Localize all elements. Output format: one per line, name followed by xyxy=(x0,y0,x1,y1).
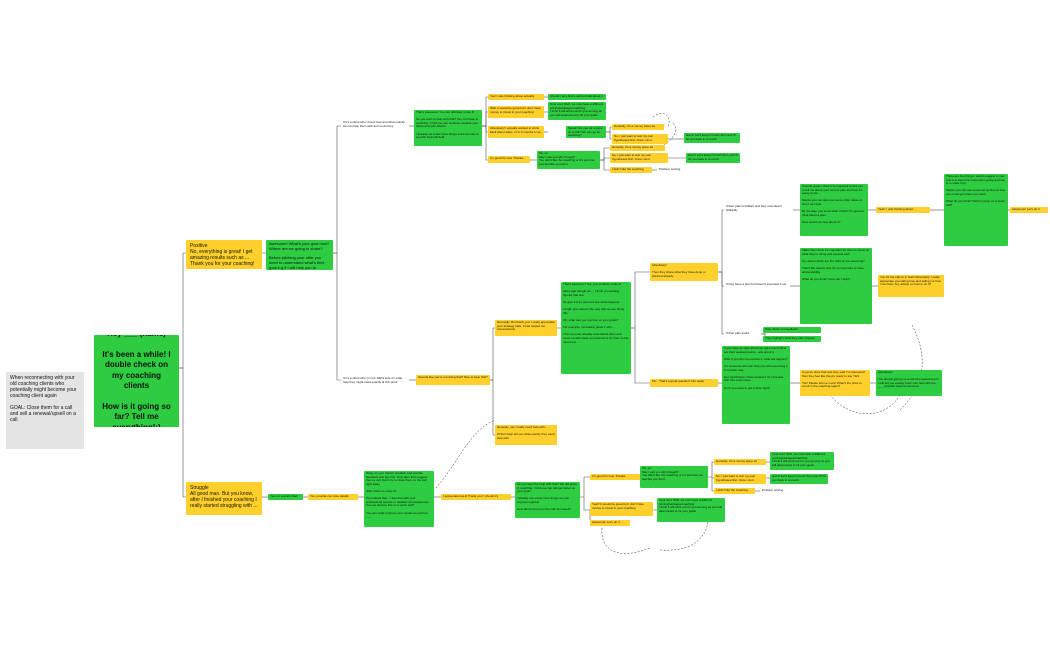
reply-no-money-2: Yeah! It would be great but I don't have… xyxy=(590,502,653,516)
edge xyxy=(179,252,186,369)
reply-no-plan: Ok... That's a great question! Not reall… xyxy=(650,379,718,387)
new-pricing-message: Cool cool. Well, we now have a different… xyxy=(548,102,606,120)
offer-help-message: That's awesome! You can definitely make … xyxy=(414,110,482,146)
keep-in-touch-message: Got it! Let's keep in touch then and I'l… xyxy=(684,133,740,143)
feedback-tips-message: Okay, so your clients' situation and pro… xyxy=(364,471,434,527)
reply-thinking: Yes! I was thinking about actually xyxy=(488,94,544,100)
struggle-response: Struggle All good man. But you know, aft… xyxy=(186,482,262,515)
goal-note: When reconnecting with your old coaching… xyxy=(6,372,84,449)
problem-solving-label: Problem solving xyxy=(659,167,681,171)
new-pricing-message-2: Cool cool. Well, we now have a different… xyxy=(770,452,834,470)
reply-need-help: Honestly, yes I really need help with...… xyxy=(495,425,557,445)
edge xyxy=(179,367,186,498)
discuss-help-message: Do you want the help with that? We did g… xyxy=(515,482,580,518)
feedback-note: Nice, that's not feedback xyxy=(763,327,821,333)
suggest-call: Should I let's find a call and talk abou… xyxy=(548,94,606,100)
edge xyxy=(482,125,488,161)
reply-lets-do-it-2: Awesome! Let's do it xyxy=(590,520,630,526)
keep-in-touch-message-2: Got it! Let's keep in touch then and I'l… xyxy=(686,153,740,163)
new-pricing-message-3: Cool cool. Well, we now have a different… xyxy=(657,498,725,522)
praise-plan-message: Sounds great, I think it is important to… xyxy=(800,184,868,236)
ask-plan-message: That's awesome! Yes, you certainly make … xyxy=(561,282,631,374)
edge xyxy=(708,461,714,492)
client-known-condition: If it's a client who I know how and what… xyxy=(343,120,405,128)
jump-on-call: Sweet! Are you ok to jump on a call? We … xyxy=(566,126,606,138)
edge xyxy=(718,209,724,273)
positive-followup: Awesome! What's your goal now? Where are… xyxy=(266,240,333,270)
edge xyxy=(333,252,341,381)
two-suggestions-message: There are two things I would suggest to … xyxy=(944,174,1008,246)
reply-thinking-about: Yeah, I was thinking about... xyxy=(876,207,930,213)
edge xyxy=(631,327,650,384)
client-unknown-condition: If it's a client who I'm not 100% sure o… xyxy=(343,376,403,384)
dashed-loop xyxy=(659,521,709,551)
test-hypotheses-reply-3: No, I just want to test my own hypothese… xyxy=(714,474,766,484)
reply-circle-back: Absolutely! I actually wanted to circle … xyxy=(488,126,544,138)
money-issue-reply-2: Honestly, it's a money issue as xyxy=(610,145,665,151)
more-details-reply: Yes, provide me more details xyxy=(308,494,358,500)
money-issue-reply-3: Honestly, it's a money issue as xyxy=(714,459,766,465)
reply-good-for-now-2: I'm good for now. Thanks xyxy=(590,474,660,480)
weak-points-message: If you have an idea what their plan is a… xyxy=(722,346,790,424)
condition-unexecuted-plan: If they have a plan but haven't executed… xyxy=(726,282,787,286)
edge xyxy=(718,271,724,335)
schedule-call-message: Absolutely! You almost giving me a call … xyxy=(876,370,942,396)
edge xyxy=(490,327,495,381)
didnt-like-reply-2: I didn't like the coaching xyxy=(714,488,755,494)
opening-message: Hey ___ (name) It's been a while! I doub… xyxy=(94,335,179,427)
reply-ready-yes: If you've done that and they said 'I'm i… xyxy=(800,370,870,396)
ask-why-message: Ok, so May I ask you why though? You did… xyxy=(537,151,600,169)
quick-chat-reply: Yes, for a quick chat! xyxy=(268,494,303,500)
reply-not-really: Not really. But thank you! I really appr… xyxy=(495,320,557,336)
highlight-plan-note: They highlight what they plan instead xyxy=(763,336,821,342)
positive-response: Positive No, everything is great! I get … xyxy=(186,240,262,269)
edge xyxy=(580,476,590,511)
dashed-loop xyxy=(435,419,496,489)
problem-solving-label-2: Problem solving xyxy=(762,488,784,492)
dashed-loop xyxy=(899,324,923,411)
reply-shared-plan: Absolutely! Then they share what they ha… xyxy=(650,263,718,281)
condition-brilliant-plan: If their plan is brilliant and they exec… xyxy=(726,204,782,212)
reply-no-money: Well, it would be great but I don't have… xyxy=(488,106,544,118)
edge xyxy=(600,159,610,171)
money-issue-reply: Honestly, it's a money issue as xyxy=(612,124,664,130)
goal-question: Sounds like you're not doing that? Nice … xyxy=(416,375,490,385)
reply-appreciate-try: I appreciate low-ili Thank you! I should… xyxy=(441,494,511,500)
condition-bad-plan: If their plan sucks xyxy=(726,331,750,335)
test-hypotheses-reply: No, I just want to test my own hypothese… xyxy=(612,134,668,144)
edge xyxy=(631,271,650,329)
edge xyxy=(490,379,495,436)
keep-in-touch-message-3: Got it! Let's keep in touch then and I'l… xyxy=(770,474,828,484)
edge xyxy=(333,125,341,254)
dashed-loop xyxy=(652,113,670,128)
test-hypotheses-reply-2: No, I just want to test my own hypothese… xyxy=(610,153,668,163)
edge xyxy=(606,131,612,140)
didnt-like-reply: I didn't like the coaching xyxy=(610,167,652,173)
importance-message: Make them think it's important for them … xyxy=(800,248,872,324)
dashed-loop xyxy=(829,394,901,414)
reply-appreciate: You for the call on a Yeah! Absolutely! … xyxy=(878,275,944,297)
reply-good-for-now: I'm good for now. Thanks xyxy=(488,156,530,163)
reply-lets-do-it: Awesome! Let's do it xyxy=(1010,207,1048,213)
ask-why-message-2: Ok, so May I ask you why though? You did… xyxy=(640,466,708,488)
dashed-loop xyxy=(601,527,651,554)
